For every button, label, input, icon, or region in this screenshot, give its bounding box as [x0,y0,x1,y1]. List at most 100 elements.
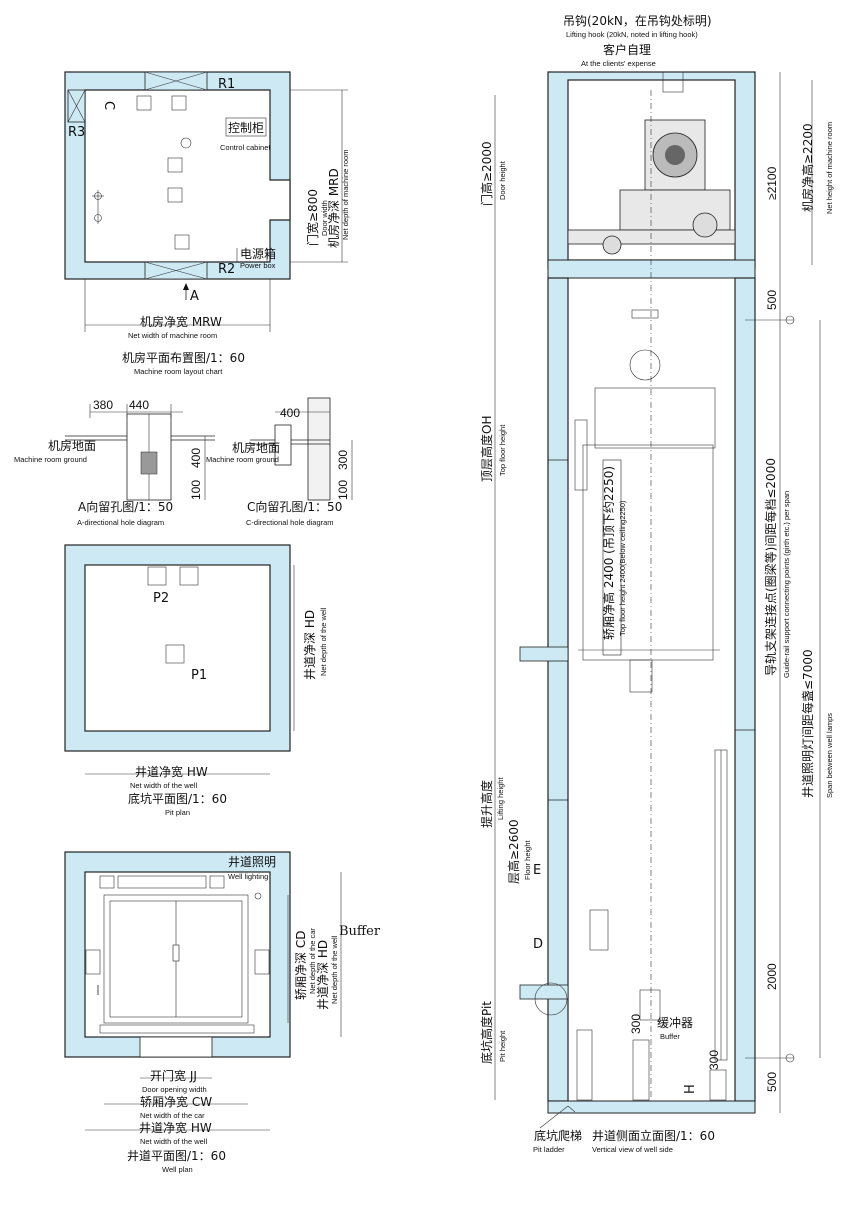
lifting-hook-label: 吊钩(20kN，在吊钩处标明) [563,14,712,28]
hole-c-title: C向留孔图/1：50 [247,499,342,514]
well-buffer-label: Buffer [339,924,381,939]
d-mark-label: D [533,937,543,952]
c-direction-label: C [101,101,116,110]
dim-500-top-label: 500 [765,290,779,310]
car-height-label: 轿厢净高 2400 (吊顶下约2250) [601,466,616,640]
hole-a-ground-label: 机房地面 [48,438,96,453]
machine-room-interior [84,89,291,263]
pit-hw-en-label: Net width of the well [130,781,197,790]
e-mark-label: E [533,863,541,878]
pit-height-label: 底坑高度Pit [479,1001,494,1064]
elevation-right-wall [734,277,756,1102]
a-direction-label: A [190,289,199,304]
machine-room-plan: R1 R2 R3 C A 控制柜 Control cabinet 电源箱 Pow… [64,71,350,376]
car-cd-label: 轿厢净深 CD [293,931,308,1000]
hole-a-ground-en-label: Machine room ground [14,455,87,464]
lifting-height-label: 提升高度 [479,780,494,828]
car-cw-en-label: Net width of the car [140,1111,205,1120]
p1-label: P1 [191,668,207,683]
mrw-en-label: Net width of machine room [128,331,217,340]
well-lighting-label: 井道照明 [228,855,276,869]
well-plan-title-en: Well plan [162,1165,193,1174]
door-height-en-label: Door height [498,160,507,200]
hole-a-dim-100: 100 [189,480,203,500]
hole-a-dim-400: 400 [189,448,203,468]
elevation-left-wall [547,277,569,1102]
well-lighting-en-label: Well lighting [228,872,268,881]
r1-label: R1 [218,77,235,92]
hole-c-dim-400: 400 [280,406,300,420]
pit-plan-title-en: Pit plan [165,808,190,817]
door-jj-label: 开门宽 JJ [150,1068,197,1083]
mrd-label: 机房净深 MRD [326,168,341,248]
dim-2000-label: 2000 [765,963,779,990]
mr-height-en-label: Net height of machine room [825,122,834,214]
guide-rail-en-label: Guide-rail support connecting points (gi… [782,491,791,678]
well-hd-label: 井道净深 HD [316,940,330,1010]
machine-room-title: 机房平面布置图/1：60 [122,350,245,365]
hole-c-title-en: C-directional hole diagram [246,518,334,527]
pit-hd-en-label: Net depth of the well [319,607,328,676]
oh-en-label: Top floor height [498,424,507,476]
dim-500-bottom-label: 500 [765,1072,779,1092]
power-box-en-label: Power box [240,261,276,270]
well-lamps-label: 井道照明灯间距每盏≤7000 [800,649,815,798]
control-cabinet-en-label: Control cabinet [220,143,271,152]
hole-a-dim-440: 440 [129,398,149,412]
mrd-en-label: Net depth of machine room [341,150,350,240]
well-hw-label: 井道净宽 HW [139,1120,212,1135]
dim-300a-label: 300 [629,1014,643,1034]
mr-height-label: 机房净高≥2200 [800,123,815,212]
h-mark-label: H [683,1084,698,1094]
hole-a-dim-380: 380 [93,398,113,412]
pit-plan: P2 P1 井道净深 HD Net depth of the well 井道净宽… [64,544,328,817]
door-jj-en-label: Door opening width [142,1085,207,1094]
elevation-title: 井道侧面立面图/1：60 [592,1128,715,1143]
floor-height-en-label: Floor height [523,839,532,880]
hole-a-title-en: A-directional hole diagram [77,518,164,527]
well-elevation: 吊钩(20kN，在吊钩处标明) Lifting hook (20kN, note… [479,14,834,1154]
well-lamps-en-label: Span between well lamps [825,713,834,798]
pit-height-en-label: Pit height [498,1030,507,1062]
p2-label: P2 [153,591,169,606]
car-height-en-label: Top floor height 2400(Below ceiling2250) [618,500,627,636]
door-width-en-label: Door width [320,200,329,236]
pit-ladder-label: 底坑爬梯 [534,1128,582,1143]
pit-ladder-en-label: Pit ladder [533,1145,565,1154]
well-hw-en-label: Net width of the well [140,1137,207,1146]
oh-label: 顶层高度OH [479,416,494,482]
hole-a-diagram: 380 440 400 100 机房地面 Machine room ground… [14,398,215,527]
dim-300b-label: 300 [707,1050,721,1070]
hole-a-title: A向留孔图/1：50 [78,499,173,514]
r2-label: R2 [218,262,235,277]
lifting-height-en-label: Lifting height [496,777,505,820]
pit-interior [84,564,271,732]
door-width-label: 门宽≥800 [305,189,320,246]
control-cabinet-label: 控制柜 [228,121,264,135]
mrw-label: 机房净宽 MRW [140,314,222,329]
floor-height-label: 层高≥2600 [506,819,521,884]
hole-c-diagram: 400 300 100 机房地面 Machine room ground C向留… [206,397,353,527]
hole-c-ground-en-label: Machine room ground [206,455,279,464]
buffer-label: 缓冲器 [657,1015,693,1030]
power-box-label: 电源箱 [240,246,276,261]
hole-c-dim-100: 100 [336,480,350,500]
r3-label: R3 [68,125,85,140]
car-cw-label: 轿厢净宽 CW [140,1094,212,1109]
pit-plan-title: 底坑平面图/1：60 [128,791,227,806]
well-hd-en-label: Net depth of the well [330,935,339,1004]
elevation-title-en: Vertical view of well side [592,1145,673,1154]
client-expense-en-label: At the clients' expense [581,59,656,68]
buffer-en-label: Buffer [660,1032,680,1041]
pit-hw-label: 井道净宽 HW [135,764,208,779]
hole-c-dim-300: 300 [336,450,350,470]
lifting-hook-en-label: Lifting hook (20kN, noted in lifting hoo… [566,30,698,39]
machine-room-title-en: Machine room layout chart [134,367,223,376]
well-plan: 井道照明 Well lighting Buffer 轿厢净深 CD Net de… [64,851,381,1174]
well-plan-title: 井道平面图/1：60 [127,1149,226,1163]
guide-rail-label: 导轨支架连接点(圈梁等)间距每档≤2000 [763,458,778,676]
client-expense-label: 客户自理 [603,42,651,57]
hole-c-ground-label: 机房地面 [232,440,280,455]
car-cd-en-label: Net depth of the car [308,928,317,994]
